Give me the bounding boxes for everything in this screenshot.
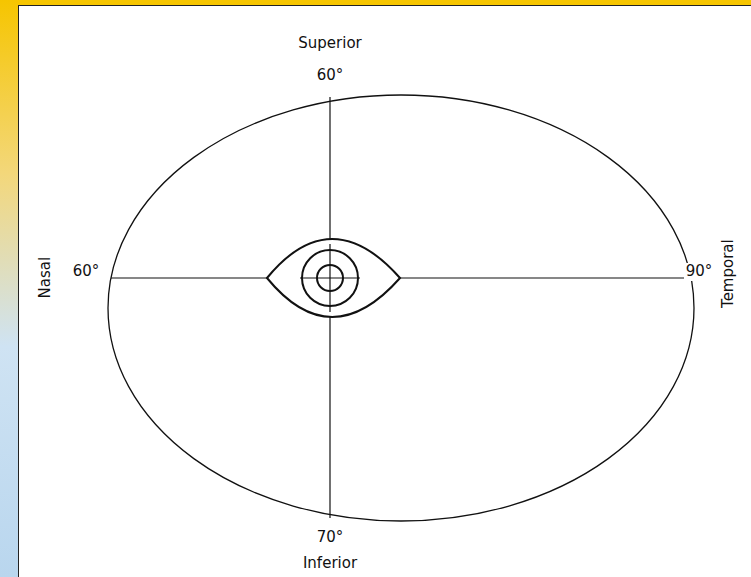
- angle-value: 60°: [315, 67, 346, 84]
- direction-label: Superior: [296, 35, 363, 52]
- vertical-axis: [329, 244, 330, 312]
- field-boundary: [108, 95, 694, 521]
- direction-label: Nasal: [37, 255, 54, 301]
- vertical-axis: [329, 97, 330, 518]
- angle-value: 70°: [315, 529, 346, 546]
- angle-value: 60°: [71, 263, 102, 280]
- eye-outline: [267, 239, 400, 317]
- direction-label: Inferior: [301, 555, 359, 572]
- pupil-circle: [317, 265, 343, 291]
- angle-value: 90°: [684, 263, 715, 280]
- direction-label: Temporal: [719, 238, 736, 311]
- iris-circle: [302, 250, 358, 306]
- frame-band: [0, 0, 18, 577]
